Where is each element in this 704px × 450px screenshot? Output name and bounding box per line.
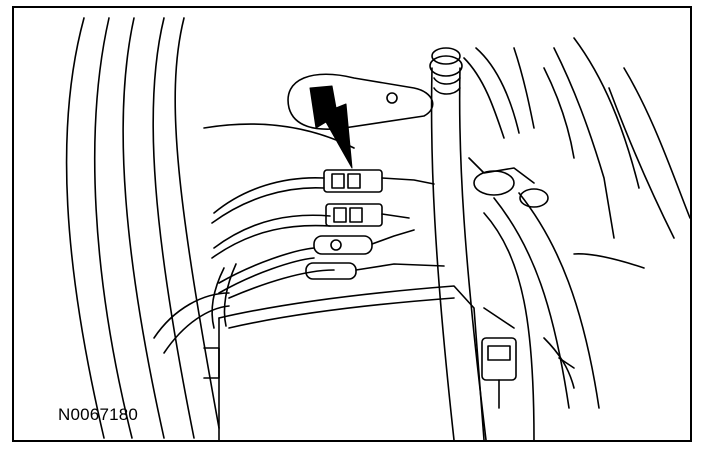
lower-connector <box>481 307 517 409</box>
control-module-box <box>203 285 485 440</box>
connector-group <box>305 169 445 280</box>
illustration-frame: N0067180 <box>12 6 692 442</box>
body-panel-lines <box>65 17 220 439</box>
wiring-harness <box>153 177 335 354</box>
right-side-hoses <box>468 157 600 440</box>
upper-right-lines <box>463 37 690 269</box>
arrow-pointer-icon <box>309 85 353 169</box>
vertical-hose <box>429 47 487 440</box>
engine-wiring-illustration <box>65 17 690 440</box>
figure-id-label: N0067180 <box>58 405 139 424</box>
